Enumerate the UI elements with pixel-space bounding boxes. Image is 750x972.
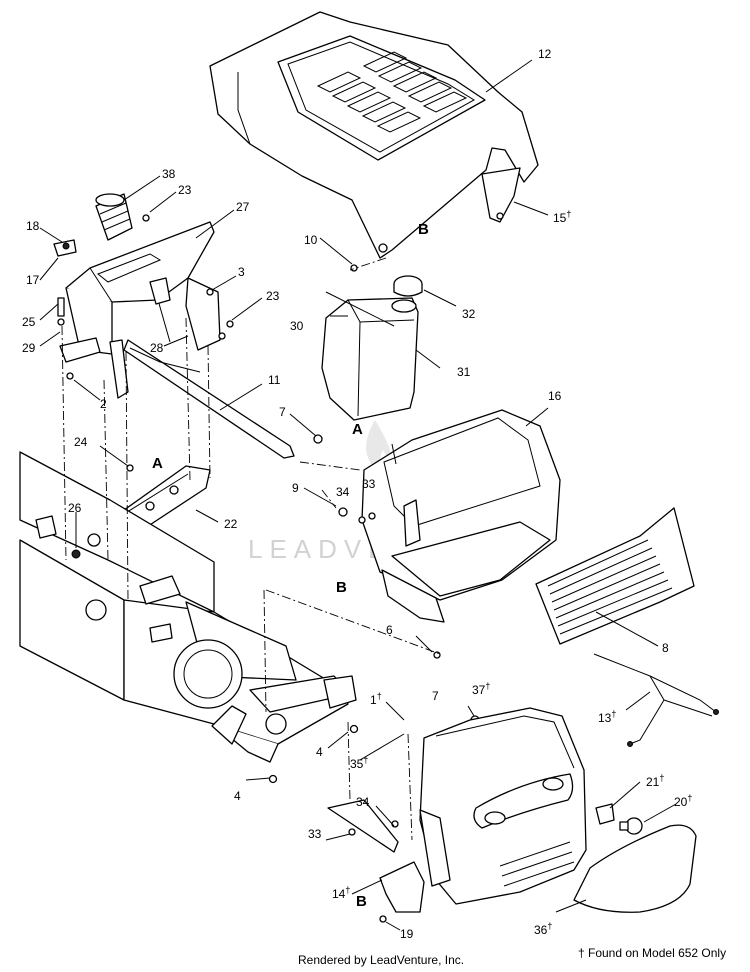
fuel-cap-part-32 [393,275,423,297]
callout-12: 12 [538,47,552,61]
callout-16: 16 [548,389,562,403]
callout-23a: 23 [178,183,192,197]
callout-14: 14† [332,885,350,901]
callout-22: 22 [224,517,238,531]
callout-34a: 34 [336,485,350,499]
bulb-part-20 [619,817,643,835]
reference-letters: B A A B B [152,221,429,910]
callout-4a: 4 [316,745,323,759]
callout-28: 28 [150,341,164,355]
callout-1: 1† [370,691,382,707]
callout-7b: 7 [432,689,439,703]
callout-9: 9 [292,481,299,495]
ref-letter-b1: B [418,221,429,238]
switch-part-17 [53,239,77,257]
rod-28 [129,347,201,373]
fasteners-dash [57,214,234,340]
callout-25: 25 [22,315,36,329]
callout-30: 30 [290,319,304,333]
callout-4b: 4 [234,789,241,803]
render-credit: Rendered by LeadVenture, Inc. [298,953,465,967]
callout-8: 8 [662,641,669,655]
callout-2: 2 [100,397,107,411]
callout-23b: 23 [266,289,280,303]
footnote: † Found on Model 652 Only [578,946,727,960]
callout-10: 10 [304,233,318,247]
ref-letter-a2: A [152,455,163,472]
bracket-part-14 [327,799,425,913]
ref-letter-b2: B [336,579,347,596]
ref-letter-a1: A [352,421,363,438]
callout-37: 37† [472,681,490,697]
callout-32: 32 [462,307,476,321]
callout-19: 19 [400,927,414,941]
fuel-line-part-30 [325,291,395,327]
bracket-part-2 [59,337,101,380]
hood-part-12 [209,11,539,259]
leader-lines [39,59,677,931]
callout-24: 24 [74,435,88,449]
dash-panel-part-27 [65,221,221,399]
callout-31: 31 [457,365,471,379]
alignment-lines [61,257,441,841]
callout-15: 15† [553,209,571,225]
callout-labels: 12 15† 10 38 23 27 18 17 3 23 25 29 28 2… [22,47,692,941]
callout-7a: 7 [279,405,286,419]
callout-11: 11 [268,373,281,387]
callout-3: 3 [238,265,245,279]
chassis-frame [19,451,357,763]
callout-34b: 34 [356,795,370,809]
ref-letter-b3: B [356,893,367,910]
grille-housing-part-37 [419,707,587,905]
callout-17: 17 [26,273,40,287]
callout-38: 38 [162,167,176,181]
callout-21: 21† [646,773,664,789]
callout-27: 27 [236,200,250,214]
socket-part-21 [595,803,615,825]
callout-33a: 33 [362,477,376,491]
callout-26: 26 [68,501,82,515]
fuel-tank-part-31 [321,297,419,421]
callout-13: 13† [598,709,616,725]
callout-18: 18 [26,219,40,233]
callout-35: 35† [350,755,368,771]
lens-part-36 [573,824,697,913]
callout-20: 20† [674,793,692,809]
grille-screen-part-8 [535,507,695,645]
callout-6: 6 [386,623,393,637]
steering-boot-part-38 [95,193,133,241]
callout-36: 36† [534,921,552,937]
callout-33b: 33 [308,827,322,841]
bracket-part-15 [481,167,521,223]
callout-29: 29 [22,341,36,355]
hood-vent-grille [316,51,468,133]
harness-part-13 [593,653,719,747]
grille-housing-part-16 [361,409,561,623]
